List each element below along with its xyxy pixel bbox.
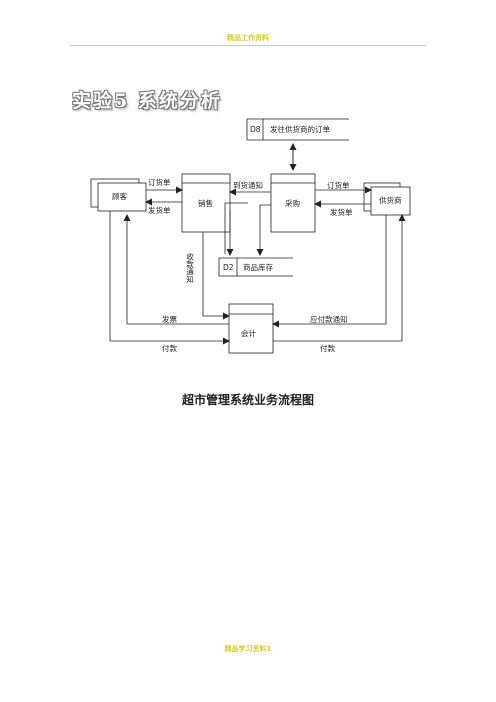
- label-payable-notice: 应付款通知: [310, 314, 348, 324]
- customer-label: 顾客: [112, 191, 127, 201]
- d8-name: 发往供货商的订单: [270, 124, 330, 134]
- flow-payment-supplier: [273, 214, 406, 342]
- d2-id: D2: [223, 263, 234, 272]
- flow-invoice: [123, 214, 229, 325]
- label-delivery-out: 发货单: [148, 205, 171, 215]
- flow-receipt: [202, 232, 230, 320]
- label-payment-supplier: 付款: [320, 343, 335, 353]
- footer-note: 精品学习资料1: [224, 645, 272, 653]
- flow-purchase-to-d2: [256, 204, 271, 256]
- label-delivery-in: 发货单: [330, 207, 353, 217]
- label-invoice: 发票: [162, 314, 177, 324]
- page-title: 实验5 系统分析: [72, 90, 222, 112]
- label-arrival-notice: 到货通知: [233, 180, 263, 190]
- label-order-in: 订货单: [148, 177, 171, 187]
- flow-d8-to-d2: [224, 202, 248, 254]
- sales-label: 销售: [198, 198, 213, 208]
- label-receipt-notice: 收款通知: [185, 252, 194, 284]
- header-note: 精品工作资料: [227, 34, 269, 42]
- supplier-label: 供货商: [379, 195, 402, 205]
- data-store-d2: D2 商品库存: [218, 257, 293, 277]
- label-order-out: 订货单: [327, 180, 350, 190]
- purchase-label: 采购: [285, 198, 300, 208]
- flow-payable-notice: [272, 215, 387, 328]
- accounting-label: 会计: [241, 328, 256, 338]
- d8-id: D8: [250, 125, 261, 134]
- purchase-process: 采购: [270, 173, 316, 233]
- supplier-entity: 供货商: [363, 182, 411, 216]
- data-store-d8: D8 发往供货商的订单: [246, 118, 349, 141]
- d2-name: 商品库存: [243, 262, 273, 272]
- sales-process: 销售: [181, 173, 231, 233]
- accounting-process: 会计: [228, 303, 274, 354]
- header-divider: [70, 45, 426, 46]
- figure-caption: 超市管理系统业务流程图: [181, 393, 314, 407]
- label-payment-customer: 付款: [162, 343, 177, 353]
- customer-entity: 顾客: [90, 178, 147, 212]
- flow-payment-customer: [109, 211, 230, 345]
- flow-lines: [109, 143, 406, 345]
